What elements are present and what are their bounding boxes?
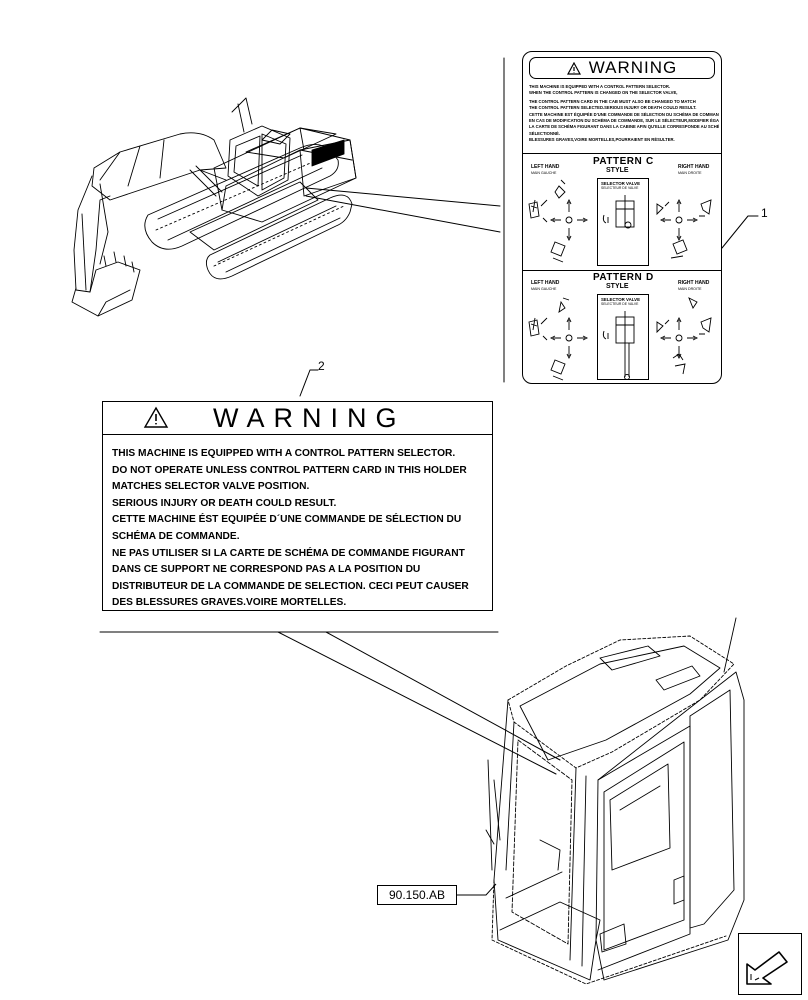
decal-large-line: DISTRIBUTEUR DE LA COMMANDE DE SELECTION… bbox=[112, 580, 469, 592]
selector-valve-label: SELECTOR VALVE bbox=[601, 181, 641, 186]
warning-triangle-icon bbox=[566, 61, 581, 75]
left-hand-label-fr: MAIN GAUCHE bbox=[531, 171, 557, 175]
decal-large-line: DO NOT OPERATE UNLESS CONTROL PATTERN CA… bbox=[112, 464, 467, 476]
decal-large-line: DANS CE SUPPORT NE CORRESPOND PAS A LA P… bbox=[112, 564, 421, 576]
callout-number-1: 1 bbox=[761, 206, 768, 220]
decal-small-header: WARNING bbox=[529, 57, 715, 79]
pattern-letter: C bbox=[646, 156, 654, 167]
pattern-title: PATTERN bbox=[593, 156, 643, 167]
decal-large-line: THIS MACHINE IS EQUIPPED WITH A CONTROL … bbox=[112, 448, 456, 459]
decal-small-line: WHEN THE CONTROL PATTERN IS CHANGED ON T… bbox=[529, 90, 678, 96]
decal-large-line: SCHÉMA DE COMMANDE. bbox=[112, 530, 240, 542]
decal-large-line: DES BLESSURES GRAVES.VOIRE MORTELLES. bbox=[112, 597, 347, 609]
reference-link-90-150-ab[interactable]: 90.150.AB bbox=[377, 885, 457, 905]
left-hand-controls-icon bbox=[528, 297, 589, 381]
decal-large-line: MATCHES SELECTOR VALVE POSITION. bbox=[112, 481, 310, 493]
decal-large-header: WARNING bbox=[103, 402, 492, 435]
decal-small-text: THIS MACHINE IS EQUIPPED WITH A CONTROL … bbox=[529, 84, 719, 144]
decal-small-line: SÉLECTIONNÉ. bbox=[529, 130, 560, 136]
right-hand-label: RIGHT HAND bbox=[678, 280, 710, 286]
decal-large-line: SERIOUS INJURY OR DEATH COULD RESULT. bbox=[112, 497, 337, 509]
decal-large-text: THIS MACHINE IS EQUIPPED WITH A CONTROL … bbox=[112, 446, 492, 612]
pattern-style: STYLE bbox=[606, 283, 629, 290]
left-hand-label: LEFT HAND bbox=[531, 164, 560, 170]
selector-valve-label-fr: SELECTEUR DE VALVE bbox=[601, 302, 639, 306]
pattern-title: PATTERN bbox=[593, 272, 643, 283]
pattern-style: STYLE bbox=[606, 167, 629, 174]
right-hand-controls-icon bbox=[656, 198, 712, 259]
next-page-arrow-icon bbox=[746, 951, 788, 985]
pattern-letter: D bbox=[646, 272, 654, 283]
left-hand-label: LEFT HAND bbox=[531, 280, 560, 286]
warning-decal-small: WARNING THIS MACHINE IS EQUIPPED WITH A … bbox=[522, 51, 722, 384]
selector-valve-label: SELECTOR VALVE bbox=[601, 297, 641, 302]
decal-small-divider bbox=[523, 153, 721, 154]
excavator-illustration bbox=[71, 97, 357, 317]
decal-small-line: LA CARTE DE SCHÉMA FIGURANT DANS LA CABI… bbox=[529, 124, 719, 130]
decal-small-line: EN CAS DE MODIFICATION DU SCHÉMA DE COMM… bbox=[529, 118, 719, 124]
right-hand-controls-icon bbox=[656, 297, 712, 375]
warning-decal-large: WARNING THIS MACHINE IS EQUIPPED WITH A … bbox=[102, 401, 493, 611]
decal-small-line: THE CONTROL PATTERN SELECTED.SERIOUS INJ… bbox=[529, 105, 697, 111]
left-hand-label-fr: MAIN GAUCHE bbox=[531, 287, 557, 291]
decal-small-line: BLESSURES GRAVES,VOIRE MORTELLES,POURRAI… bbox=[529, 137, 675, 143]
decal-small-divider bbox=[523, 270, 721, 271]
selector-valve-icon bbox=[602, 195, 635, 229]
decal-small-line: THIS MACHINE IS EQUIPPED WITH A CONTROL … bbox=[529, 84, 671, 89]
selector-valve-icon bbox=[602, 311, 635, 380]
decal-small-line: THE CONTROL PATTERN CARD IN THE CAB MUST… bbox=[529, 98, 696, 104]
decal-large-title: WARNING bbox=[213, 403, 406, 433]
decal-large-line: NE PAS UTILISER SI LA CARTE DE SCHÉMA DE… bbox=[112, 547, 465, 559]
decal-large-line: CETTE MACHINE ÉST EQUIPÉE D´UNE COMMANDE… bbox=[112, 514, 462, 526]
next-page-button[interactable] bbox=[738, 933, 802, 995]
selector-valve-label-fr: SELECTEUR DE VALVE bbox=[601, 186, 639, 190]
decal-small-line: CETTE MACHINE EST ÉQUIPÉE D'UNE COMMANDE… bbox=[529, 111, 719, 117]
cab-illustration bbox=[485, 617, 745, 985]
right-hand-label: RIGHT HAND bbox=[678, 164, 710, 170]
warning-triangle-icon bbox=[143, 406, 169, 428]
callout-number-2: 2 bbox=[318, 359, 325, 373]
right-hand-label-fr: MAIN DROITE bbox=[678, 171, 702, 175]
left-hand-controls-icon bbox=[528, 179, 589, 263]
right-hand-label-fr: MAIN DROITE bbox=[678, 287, 702, 291]
decal-small-title: WARNING bbox=[588, 58, 678, 77]
